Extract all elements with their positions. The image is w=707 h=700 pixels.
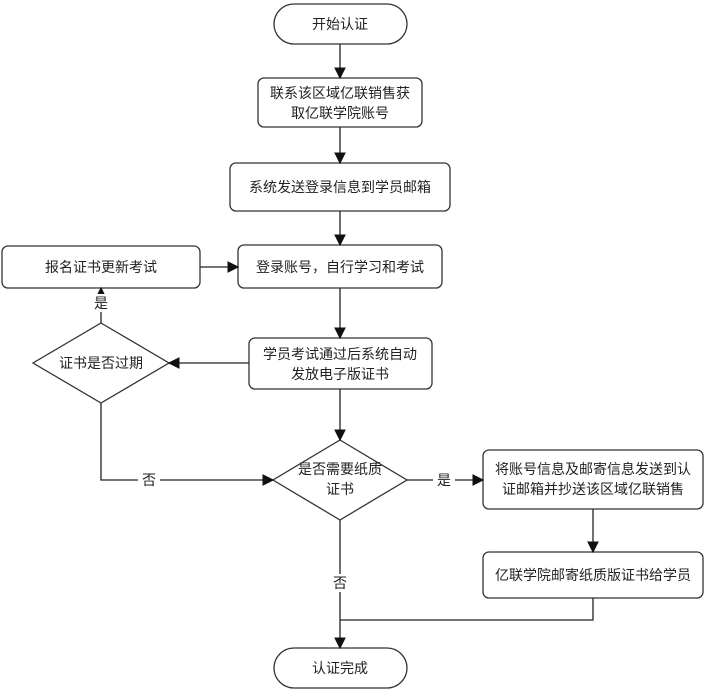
edge-mail-to-join (340, 598, 594, 621)
edge-label-expired-no: 否 (142, 473, 156, 489)
edge-label-expired-yes: 是 (94, 296, 108, 312)
node-need-paper-line1: 是否需要纸质 (298, 462, 382, 478)
edge-label-bg (433, 471, 455, 489)
edge-expired-no-to-paper (100, 403, 275, 486)
edge-label-bg (329, 574, 351, 592)
node-auto-cert-line1: 学员考试通过后系统自动 (263, 347, 417, 363)
node-auto-cert-line2: 发放电子版证书 (291, 367, 389, 383)
node-end-label: 认证完成 (312, 661, 368, 677)
node-end: 认证完成 (273, 647, 408, 689)
node-login-study-label: 登录账号，自行学习和考试 (256, 260, 424, 276)
edge-label-bg (90, 294, 112, 312)
node-need-paper-line2: 证书 (326, 482, 354, 498)
node-send-login: 系统发送登录信息到学员邮箱 (229, 162, 451, 212)
node-send-login-label: 系统发送登录信息到学员邮箱 (249, 179, 431, 196)
node-start: 开始认证 (273, 3, 408, 45)
edge-label-bg (138, 471, 160, 489)
node-cert-expired: 证书是否过期 (31, 322, 171, 404)
node-need-paper: 是否需要纸质 证书 (271, 439, 409, 521)
node-contact-sales-line1: 联系该区域亿联销售获 (270, 86, 410, 102)
node-start-label: 开始认证 (312, 17, 368, 33)
node-mail-paper: 亿联学院邮寄纸质版证书给学员 (482, 551, 704, 599)
node-renew-exam-label: 报名证书更新考试 (45, 260, 157, 276)
node-mail-paper-label: 亿联学院邮寄纸质版证书给学员 (495, 567, 691, 584)
edge-label-paper-no: 否 (333, 576, 347, 592)
node-send-info: 将账号信息及邮寄信息发送到认 证邮箱并抄送该区域亿联销售 (482, 449, 704, 510)
node-send-info-line2: 证邮箱并抄送该区域亿联销售 (502, 482, 684, 498)
edge-label-paper-yes: 是 (437, 473, 451, 489)
node-contact-sales-line2: 取亿联学院账号 (291, 106, 389, 122)
node-renew-exam: 报名证书更新考试 (1, 245, 201, 289)
node-contact-sales: 联系该区域亿联销售获 取亿联学院账号 (257, 77, 423, 128)
node-auto-cert: 学员考试通过后系统自动 发放电子版证书 (248, 337, 433, 390)
node-cert-expired-label: 证书是否过期 (59, 356, 143, 372)
node-login-study: 登录账号，自行学习和考试 (237, 244, 443, 289)
node-send-info-line1: 将账号信息及邮寄信息发送到认 (495, 461, 691, 478)
